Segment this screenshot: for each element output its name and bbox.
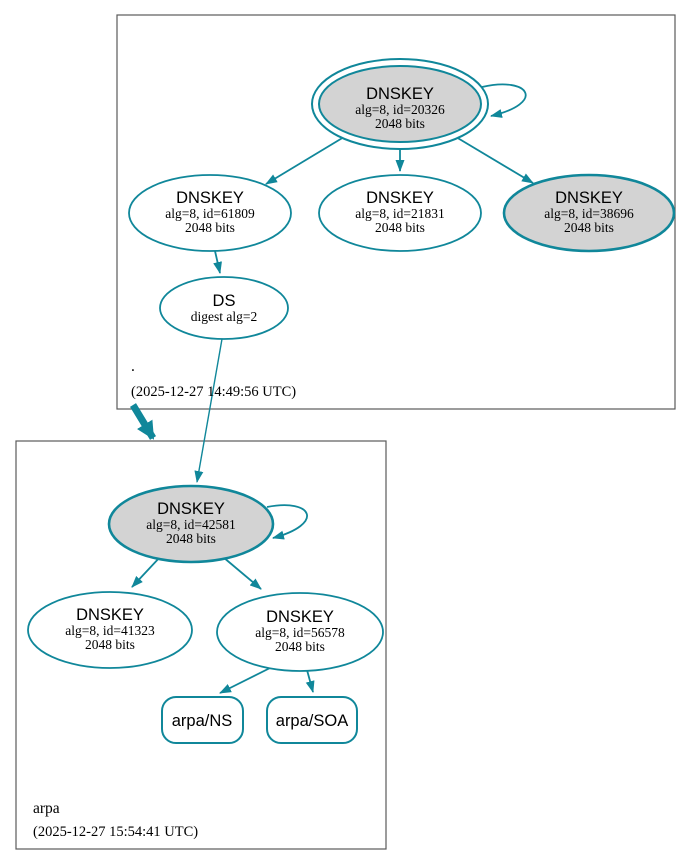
dnskey-61809-title: DNSKEY: [176, 189, 244, 207]
dnskey-20326-alg: alg=8, id=20326: [355, 102, 445, 117]
dnskey-42581-node[interactable]: DNSKEY alg=8, id=42581 2048 bits: [107, 484, 275, 564]
zone-label-arpa: arpa: [33, 800, 60, 817]
dnskey-61809-node[interactable]: DNSKEY alg=8, id=61809 2048 bits: [128, 174, 292, 252]
dnskey-21831-ellipse[interactable]: [318, 174, 482, 252]
dnskey-21831-title: DNSKEY: [366, 189, 434, 207]
edge-ksk42581-to-dnskey56578: [222, 556, 262, 590]
rrset-arpa-ns-node[interactable]: arpa/NS: [161, 696, 244, 744]
dnskey-42581-title: DNSKEY: [157, 500, 225, 518]
zone-timestamp-root: (2025-12-27 14:49:56 UTC): [131, 384, 296, 400]
ds-node[interactable]: DS digest alg=2: [159, 276, 289, 340]
dnskey-56578-title: DNSKEY: [266, 608, 334, 626]
dnskey-61809-alg: alg=8, id=61809: [165, 206, 255, 221]
edge-ksk42581-to-dnskey41323: [131, 555, 162, 588]
ds-title: DS: [213, 292, 236, 310]
edge-ds-to-ksk42581: [194, 338, 223, 483]
edge-dnskey56578-to-arpa-ns: [219, 666, 273, 694]
dnskey-61809-bits: 2048 bits: [185, 220, 235, 235]
edge-dnskey56578-to-arpa-soa: [305, 669, 315, 693]
edge-ksk20326-to-dnskey61809: [265, 136, 345, 185]
dnskey-41323-node[interactable]: DNSKEY alg=8, id=41323 2048 bits: [27, 591, 193, 669]
dnskey-20326-inner-ellipse[interactable]: [318, 65, 482, 143]
ds-ellipse[interactable]: [159, 276, 289, 340]
dnskey-41323-alg: alg=8, id=41323: [65, 623, 155, 638]
rrset-arpa-soa-box[interactable]: [266, 696, 358, 744]
edge-ksk20326-to-dnskey38696: [455, 136, 534, 184]
rrset-arpa-soa-label: arpa/SOA: [276, 712, 348, 730]
self-sign-loop-ksk42581: [266, 504, 308, 540]
zone-label-root: .: [131, 358, 135, 375]
zone-delegation-arrow: [130, 403, 156, 440]
dnskey-41323-bits: 2048 bits: [85, 637, 135, 652]
rrset-arpa-ns-box[interactable]: [161, 696, 244, 744]
dnskey-21831-bits: 2048 bits: [375, 220, 425, 235]
dnskey-56578-ellipse[interactable]: [216, 592, 384, 672]
dnskey-38696-ellipse[interactable]: [502, 173, 676, 253]
dnskey-56578-node[interactable]: DNSKEY alg=8, id=56578 2048 bits: [216, 592, 384, 672]
dnskey-21831-alg: alg=8, id=21831: [355, 206, 444, 221]
dnskey-20326-title: DNSKEY: [366, 85, 434, 103]
edge-dnskey61809-to-ds: [213, 250, 222, 274]
dnskey-42581-bits: 2048 bits: [166, 531, 216, 546]
dnskey-56578-bits: 2048 bits: [275, 639, 325, 654]
dnskey-41323-ellipse[interactable]: [27, 591, 193, 669]
dnskey-20326-node[interactable]: DNSKEY alg=8, id=20326 2048 bits: [311, 58, 489, 150]
dnskey-42581-ellipse[interactable]: [107, 484, 275, 564]
zone-cluster-arpa: [15, 440, 387, 850]
dnskey-61809-ellipse[interactable]: [128, 174, 292, 252]
zone-timestamp-arpa: (2025-12-27 15:54:41 UTC): [33, 824, 198, 840]
self-sign-loop-ksk20326: [481, 83, 527, 118]
dnskey-41323-title: DNSKEY: [76, 606, 144, 624]
rrset-arpa-ns-label: arpa/NS: [172, 712, 233, 730]
dnskey-20326-bits: 2048 bits: [375, 116, 425, 131]
dnskey-56578-alg: alg=8, id=56578: [255, 625, 345, 640]
ds-detail: digest alg=2: [191, 309, 257, 324]
dnskey-38696-bits: 2048 bits: [564, 220, 614, 235]
dnskey-38696-title: DNSKEY: [555, 189, 623, 207]
dnskey-38696-node[interactable]: DNSKEY alg=8, id=38696 2048 bits: [502, 173, 676, 253]
dnskey-38696-alg: alg=8, id=38696: [544, 206, 634, 221]
dnskey-21831-node[interactable]: DNSKEY alg=8, id=21831 2048 bits: [318, 174, 482, 252]
rrset-arpa-soa-node[interactable]: arpa/SOA: [266, 696, 358, 744]
dnskey-42581-alg: alg=8, id=42581: [146, 517, 235, 532]
